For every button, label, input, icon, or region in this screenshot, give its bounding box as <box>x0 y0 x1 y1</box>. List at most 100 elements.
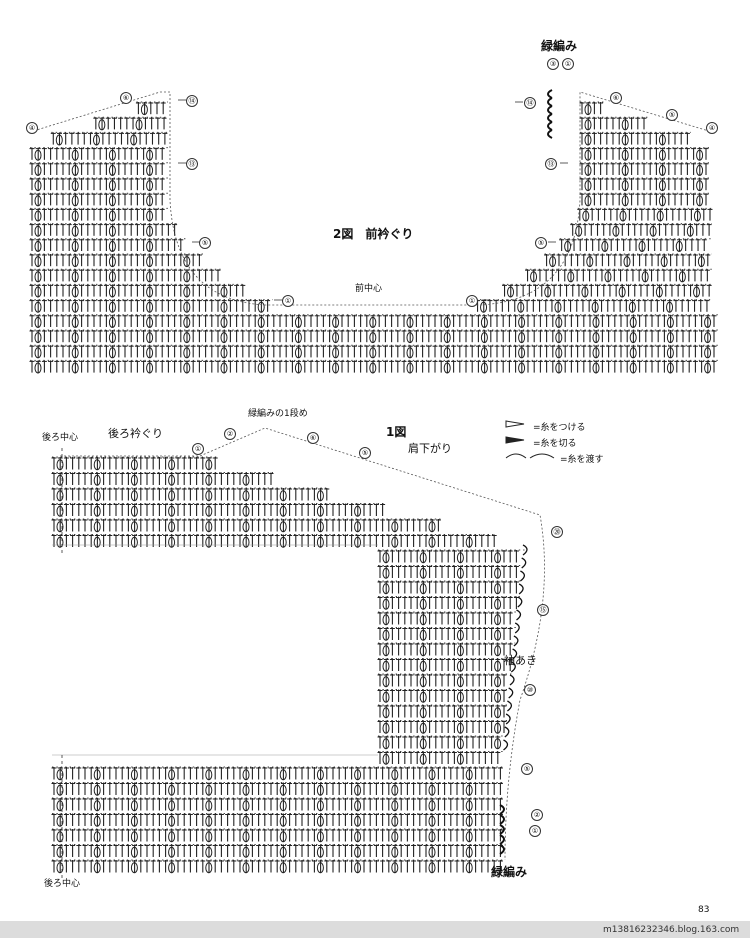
cluster-stitch <box>494 567 502 579</box>
cluster-stitch <box>34 164 42 176</box>
armhole-label: 袖あき <box>504 654 537 667</box>
cluster-stitch <box>465 536 473 548</box>
cluster-stitch <box>686 225 694 237</box>
cluster-stitch <box>586 256 594 268</box>
cluster-stitch <box>279 800 287 812</box>
cluster-stitch <box>494 738 502 750</box>
cluster-stitch <box>567 271 575 283</box>
cluster-stitch <box>168 474 176 486</box>
cluster-stitch <box>419 676 427 688</box>
cluster-stitch <box>146 195 154 207</box>
cluster-stitch <box>279 784 287 796</box>
cluster-stitch <box>34 301 42 313</box>
cluster-stitch <box>316 815 324 827</box>
cluster-stitch <box>592 332 600 344</box>
cluster-stitch <box>419 645 427 657</box>
cluster-stitch <box>34 332 42 344</box>
cluster-stitch <box>257 316 265 328</box>
cluster-stitch <box>592 316 600 328</box>
cluster-stitch <box>696 149 704 161</box>
cluster-stitch <box>584 119 592 131</box>
d1-row-number-6: ⑥ <box>307 432 319 444</box>
cluster-stitch <box>456 614 464 626</box>
cluster-stitch <box>34 347 42 359</box>
cluster-stitch <box>183 347 191 359</box>
cluster-stitch <box>658 195 666 207</box>
page-number: 83 <box>698 905 710 915</box>
cluster-stitch <box>316 536 324 548</box>
cluster-stitch <box>456 583 464 595</box>
diagram2-title: 2図 前衿ぐり <box>333 227 414 241</box>
cluster-stitch <box>146 347 154 359</box>
d1-row-number-5: ⑤ <box>359 447 371 459</box>
cluster-stitch <box>419 660 427 672</box>
cluster-stitch <box>621 180 629 192</box>
cluster-stitch <box>108 271 116 283</box>
cluster-stitch <box>71 210 79 222</box>
cluster-stitch <box>93 490 101 502</box>
cluster-stitch <box>697 256 705 268</box>
cluster-stitch <box>146 271 154 283</box>
cluster-stitch <box>242 862 250 874</box>
cluster-stitch <box>146 225 154 237</box>
cluster-stitch <box>71 240 79 252</box>
cluster-stitch <box>406 362 414 374</box>
edging-loop <box>547 121 553 131</box>
cluster-stitch <box>108 286 116 298</box>
cluster-stitch <box>316 846 324 858</box>
cluster-stitch <box>391 536 399 548</box>
cluster-stitch <box>316 831 324 843</box>
cluster-stitch <box>428 815 436 827</box>
cluster-stitch <box>34 316 42 328</box>
cluster-stitch <box>205 784 213 796</box>
row-number-1: ① <box>562 58 574 70</box>
cluster-stitch <box>108 347 116 359</box>
cluster-stitch <box>518 347 526 359</box>
cluster-stitch <box>205 536 213 548</box>
cluster-stitch <box>465 815 473 827</box>
cluster-stitch <box>465 784 473 796</box>
row-number-5-right-lower: ⑤ <box>535 237 547 249</box>
edging-loop <box>499 834 505 845</box>
cluster-stitch <box>108 225 116 237</box>
cluster-stitch <box>316 490 324 502</box>
cluster-stitch <box>443 332 451 344</box>
cluster-stitch <box>316 862 324 874</box>
cluster-stitch <box>443 316 451 328</box>
cluster-stitch <box>656 210 664 222</box>
armhole-loop <box>522 544 528 556</box>
cluster-stitch <box>257 362 265 374</box>
cluster-stitch <box>518 362 526 374</box>
cluster-stitch <box>601 240 609 252</box>
cluster-stitch <box>220 301 228 313</box>
cluster-stitch <box>55 134 63 146</box>
cluster-stitch <box>675 240 683 252</box>
cluster-stitch <box>108 240 116 252</box>
cluster-stitch <box>428 784 436 796</box>
cluster-stitch <box>419 583 427 595</box>
armhole-loop <box>503 739 509 751</box>
cluster-stitch <box>354 800 362 812</box>
watermark-text: m13816232346.blog.163.com <box>603 925 740 935</box>
row-number-4-right: ④ <box>706 122 718 134</box>
cluster-stitch <box>316 521 324 533</box>
cluster-stitch <box>619 210 627 222</box>
cluster-stitch <box>494 660 502 672</box>
cluster-stitch <box>494 707 502 719</box>
cluster-stitch <box>108 362 116 374</box>
cluster-stitch <box>93 784 101 796</box>
row-number-6-right: ⑥ <box>610 92 622 104</box>
diagram1-title: 1図 <box>386 425 407 439</box>
cluster-stitch <box>419 629 427 641</box>
carry-yarn-symbol <box>505 453 555 459</box>
cluster-stitch <box>56 474 64 486</box>
cluster-stitch <box>71 149 79 161</box>
cluster-stitch <box>135 119 143 131</box>
cluster-stitch <box>693 286 701 298</box>
cluster-stitch <box>205 474 213 486</box>
cluster-stitch <box>130 521 138 533</box>
cluster-stitch <box>456 722 464 734</box>
cluster-stitch <box>220 286 228 298</box>
cluster-stitch <box>456 707 464 719</box>
cluster-stitch <box>242 505 250 517</box>
